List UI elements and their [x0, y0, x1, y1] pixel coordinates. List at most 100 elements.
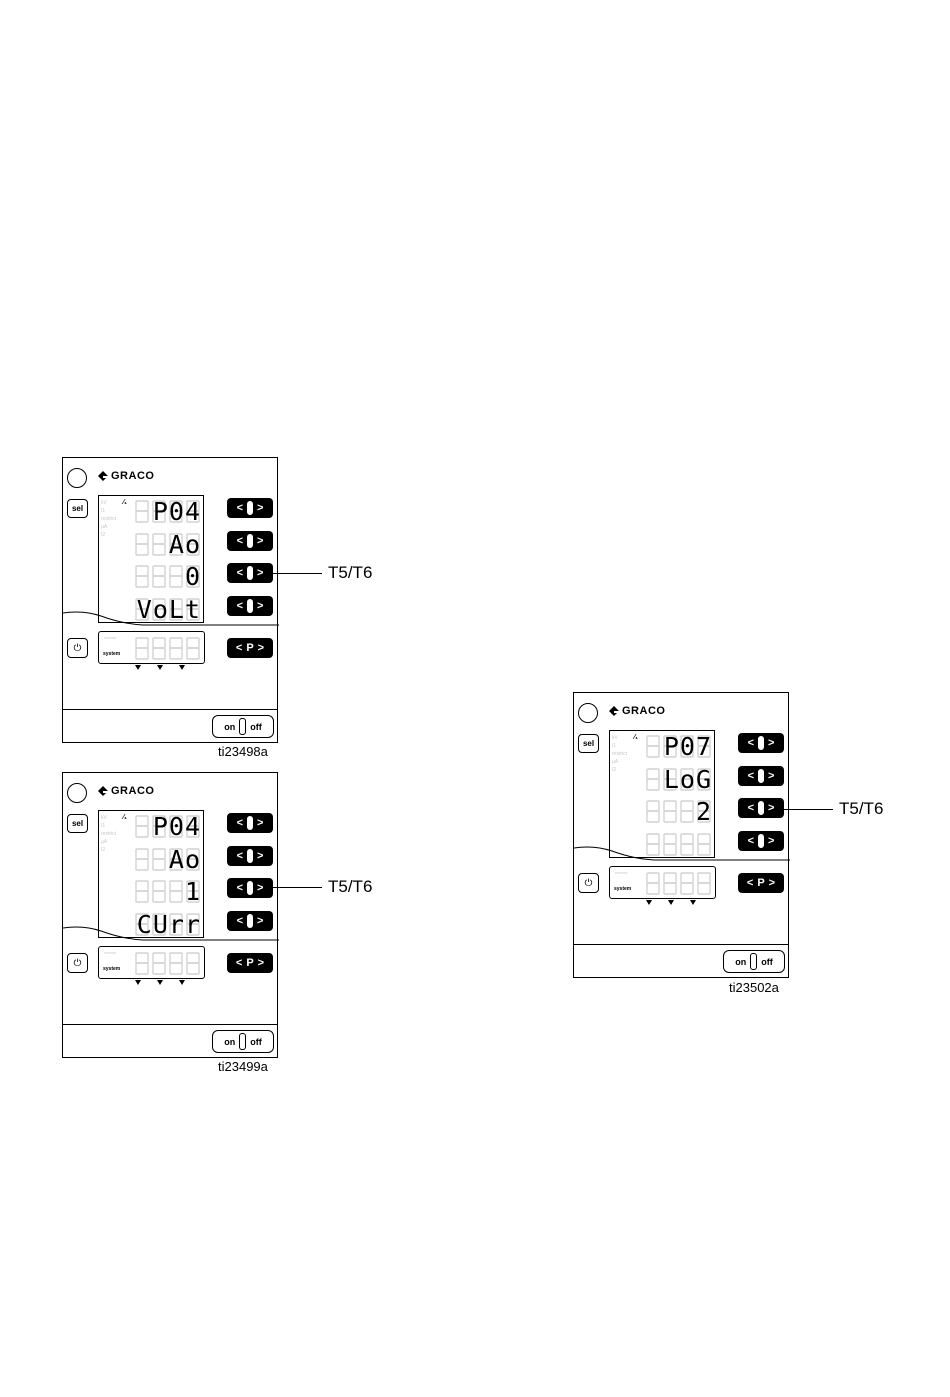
p-label: P	[757, 877, 765, 889]
callout-line	[272, 887, 322, 888]
lcd-ghost-digits	[135, 598, 200, 621]
bar-icon	[247, 534, 253, 548]
graco-logo: GRACO	[97, 470, 154, 482]
chevron-left-icon: <	[236, 502, 243, 514]
power-button[interactable]: ⏻	[578, 873, 599, 893]
chevron-right-icon: >	[257, 567, 264, 579]
lcd-value-4: CUrr	[136, 910, 201, 938]
chevron-right-icon: >	[257, 642, 265, 654]
power-button[interactable]: ⏻	[67, 638, 88, 658]
lcd-ghost-digits	[646, 872, 711, 895]
arrow-button-2[interactable]: < >	[227, 846, 273, 866]
lcd-ghost-digits	[646, 768, 711, 791]
sel-button[interactable]: sel	[67, 499, 88, 518]
power-button[interactable]: ⏻	[67, 953, 88, 973]
figure-id: ti23499a	[218, 1059, 268, 1074]
chevron-left-icon: <	[236, 600, 243, 612]
p-label: P	[246, 957, 254, 969]
lcd-value-4: VoLt	[136, 595, 201, 623]
p-label: P	[246, 642, 254, 654]
chevron-right-icon: >	[768, 770, 775, 782]
arrow-button-4[interactable]: < >	[227, 911, 273, 931]
p-button[interactable]: < P >	[227, 953, 273, 973]
lcd-value-3: 0	[184, 562, 201, 591]
lcd-value-2: Ao	[168, 530, 201, 559]
lcd-value-1: P07	[663, 732, 712, 761]
arrow-button-4[interactable]: < >	[738, 831, 784, 851]
on-label: on	[224, 721, 236, 732]
p-button[interactable]: < P >	[227, 638, 273, 658]
lcd-row-2: Ao	[135, 846, 203, 873]
chevron-right-icon: >	[768, 835, 775, 847]
system-grey-indicators: remote	[104, 950, 117, 955]
lcd-row-3: 2	[646, 798, 714, 825]
on-off-switch[interactable]: on off	[212, 715, 274, 738]
p-button[interactable]: < P >	[738, 873, 784, 893]
system-grey-indicators: remote	[104, 635, 117, 640]
lcd-value-1: P04	[152, 812, 201, 841]
callout-label: T5/T6	[328, 563, 373, 582]
down-triangles	[646, 900, 696, 905]
arrow-button-4[interactable]: < >	[227, 596, 273, 616]
chevron-left-icon: <	[236, 882, 243, 894]
chevron-right-icon: >	[768, 737, 775, 749]
on-off-switch[interactable]: on off	[723, 950, 785, 973]
figure-id: ti23502a	[729, 980, 779, 995]
bar-icon	[247, 914, 253, 928]
lcd-ghost-digits	[135, 565, 200, 588]
arrow-button-2[interactable]: < >	[738, 766, 784, 786]
lcd-value-1: P04	[152, 497, 201, 526]
bar-icon	[247, 849, 253, 863]
power-icon: ⏻	[584, 877, 593, 889]
arrow-button-1[interactable]: < >	[227, 498, 273, 518]
chevron-right-icon: >	[257, 957, 265, 969]
chevron-left-icon: <	[747, 835, 754, 847]
brand-name: GRACO	[111, 785, 155, 797]
sel-button[interactable]: sel	[67, 814, 88, 833]
bar-icon	[247, 816, 253, 830]
arrow-button-3[interactable]: < >	[738, 798, 784, 818]
status-indicator	[578, 703, 598, 723]
lcd-ghost-digits	[135, 952, 200, 975]
chevron-left-icon: <	[235, 957, 243, 969]
arrow-button-2[interactable]: < >	[227, 531, 273, 551]
arrow-button-3[interactable]: < >	[227, 563, 273, 583]
panel-divider	[574, 846, 790, 861]
system-grey-indicators: remote	[615, 870, 628, 875]
lcd-row-2: LoG	[646, 766, 714, 793]
lcd-row-3: 1	[135, 878, 203, 905]
lcd-row-4: VoLt	[135, 595, 203, 623]
lcd-ghost-digits	[135, 913, 200, 936]
sel-button[interactable]: sel	[578, 734, 599, 753]
arrow-button-1[interactable]: < >	[738, 733, 784, 753]
chevron-left-icon: <	[235, 642, 243, 654]
off-label: off	[250, 721, 262, 732]
toggle-icon	[750, 953, 758, 970]
tool-icon: ⁄₁	[123, 499, 128, 506]
lcd-ghost-digits	[135, 533, 200, 556]
graco-logo: GRACO	[97, 785, 154, 797]
chevron-left-icon: <	[236, 567, 243, 579]
on-off-switch[interactable]: on off	[212, 1030, 274, 1053]
lcd-ghost-digits	[646, 735, 711, 758]
toggle-icon	[239, 1033, 247, 1050]
bar-icon	[247, 566, 253, 580]
callout-line	[272, 573, 322, 574]
arrow-button-3[interactable]: < >	[227, 878, 273, 898]
graco-logo-icon	[98, 471, 108, 481]
bar-icon	[758, 801, 764, 815]
chevron-left-icon: <	[746, 877, 754, 889]
bar-icon	[758, 834, 764, 848]
brand-name: GRACO	[622, 705, 666, 717]
status-indicator	[67, 468, 87, 488]
status-indicator	[67, 783, 87, 803]
lcd-ghost-digits	[646, 800, 711, 823]
chevron-left-icon: <	[236, 915, 243, 927]
power-icon: ⏻	[73, 642, 82, 654]
arrow-button-1[interactable]: < >	[227, 813, 273, 833]
